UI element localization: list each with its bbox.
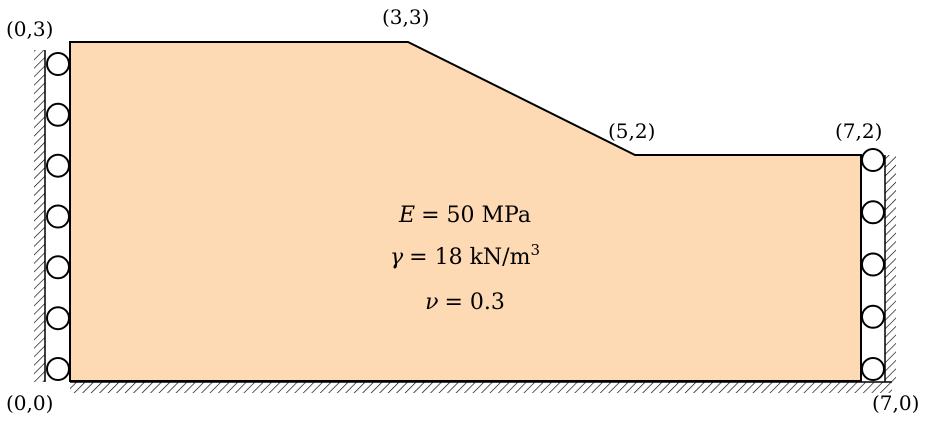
right-roller — [861, 357, 885, 381]
label-crest: (3,3) — [382, 5, 429, 29]
left-roller-supports — [46, 52, 70, 381]
label-toe: (5,2) — [608, 119, 655, 143]
poisson-ratio: ν= 0.3 — [425, 290, 505, 315]
nu-symbol: ν — [425, 290, 438, 315]
soil-domain — [69, 41, 862, 382]
left-roller — [46, 255, 70, 280]
bottom-ground-hatch — [70, 382, 892, 393]
label-right-top: (7,2) — [835, 119, 882, 143]
right-wall-hatch — [885, 155, 896, 382]
label-bottom-right: (7,0) — [872, 391, 919, 415]
left-roller — [46, 204, 70, 229]
label-top-left: (0,3) — [6, 17, 53, 41]
E-value: = 50 MPa — [421, 203, 531, 228]
left-roller — [46, 102, 70, 127]
unit-weight: γ= 18 kN/m3 — [390, 241, 540, 270]
left-wall-hatch — [34, 50, 45, 382]
left-roller — [46, 357, 70, 381]
right-roller-supports — [861, 148, 885, 381]
gamma-value: = 18 kN/m — [409, 245, 530, 270]
right-roller — [861, 304, 885, 329]
E-symbol: E — [398, 203, 415, 228]
gamma-symbol: γ — [390, 245, 404, 270]
gamma-exponent: 3 — [530, 241, 540, 259]
left-roller — [46, 306, 70, 331]
left-roller — [46, 52, 70, 76]
youngs-modulus: E= 50 MPa — [398, 203, 531, 228]
label-origin: (0,0) — [6, 391, 53, 415]
right-roller — [861, 148, 885, 172]
nu-value: = 0.3 — [444, 290, 504, 315]
right-roller — [861, 200, 885, 225]
left-roller — [46, 153, 70, 178]
right-roller — [861, 252, 885, 277]
